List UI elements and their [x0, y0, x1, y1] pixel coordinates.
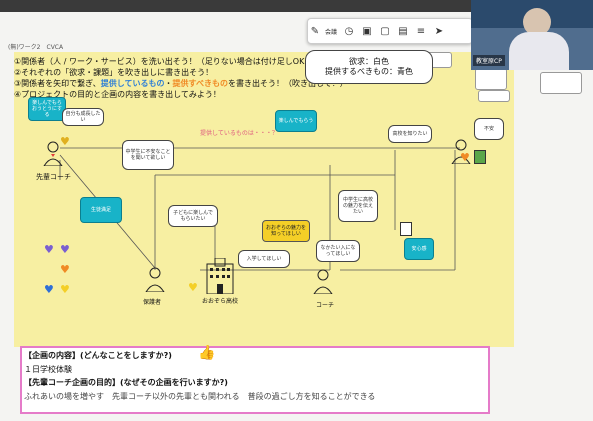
- instruction-line-2: ②それぞれの「欲求・課題」を吹き出しに書き出そう！: [14, 68, 214, 77]
- participant-body: [509, 32, 569, 70]
- actor-school: おおぞら高校: [202, 298, 239, 305]
- sticky-note-white[interactable]: [540, 72, 582, 94]
- heart-icon: ♥: [44, 283, 54, 296]
- heart-icon: ♥: [60, 263, 70, 276]
- instruction-should-provide: 提供すべきもの: [172, 79, 228, 88]
- actor-senpai-coach: 先輩コーチ: [36, 173, 71, 181]
- menu-icon[interactable]: ≡: [416, 25, 426, 37]
- instruction-line-4: ④プロジェクトの目的と企画の内容を書き出してみよう！: [14, 90, 221, 99]
- plan-box[interactable]: [20, 346, 490, 414]
- person-icon: [42, 140, 64, 167]
- legend-blue: 提供するべきもの：青色: [325, 67, 413, 76]
- timer-icon[interactable]: ◷: [344, 25, 354, 37]
- speech-bubble[interactable]: 不安: [474, 118, 504, 140]
- purpose-value: ふれあいの場を増やす 先輩コーチ以外の先輩とも関われる 普段の過ごし方を知ること…: [24, 392, 376, 401]
- pointer-icon[interactable]: ➤: [434, 25, 444, 37]
- legend-white: 欲求：白色: [349, 57, 389, 66]
- teal-note[interactable]: 生徒満足: [80, 197, 122, 223]
- person-icon: [450, 138, 472, 165]
- speech-bubble[interactable]: 自分も成長したい: [62, 108, 104, 126]
- person-icon: [144, 266, 166, 293]
- actor-parent: 保護者: [143, 299, 162, 306]
- book-icon: [474, 150, 486, 164]
- legend-bubble[interactable]: 欲求：白色 提供するべきもの：青色: [305, 50, 433, 84]
- speech-bubble[interactable]: 中学生に高校の魅力を伝えたい: [338, 190, 378, 222]
- instruction-line-3-prefix: ③関係者を矢印で繋ぎ、: [14, 79, 101, 88]
- yellow-note[interactable]: おおぞらの魅力を知ってほしい: [262, 220, 310, 242]
- comment-icon[interactable]: ▢: [380, 25, 390, 37]
- speech-bubble[interactable]: 高校を知りたい: [388, 125, 432, 143]
- provided-label: 提供しているものは・・・？: [200, 130, 278, 137]
- browser-top-strip: [0, 0, 593, 12]
- teal-note[interactable]: 安心感: [404, 238, 434, 260]
- teal-note[interactable]: 楽しんでもらおうとうにする: [28, 97, 66, 121]
- person-icon: [312, 268, 334, 295]
- actor-coach: コーチ: [316, 302, 335, 309]
- instruction-sep: ・: [164, 79, 173, 88]
- participant-avatar: [523, 8, 551, 36]
- board-toolbar: ✎ 会議 ◷ ▣ ▢ ▤ ≡ ➤: [307, 18, 473, 44]
- heart-icon: ♥: [60, 283, 70, 296]
- school-building-icon: [205, 257, 235, 295]
- document-icon: [400, 222, 412, 236]
- purpose-heading: 【先輩コーチ企画の目的】(なぜその企画を行いますか?): [24, 378, 228, 387]
- heart-icon: ♥: [188, 281, 198, 294]
- instruction-line-1: ①関係者（人 / ワーク・サービス）を洗い出そう！（足りない場合は付け足しOK！…: [14, 57, 321, 66]
- sticky-note-white[interactable]: [478, 90, 510, 102]
- heart-icon: ♥: [460, 151, 470, 164]
- speech-bubble[interactable]: 中学生に不安なことを聞いて欲しい: [122, 140, 174, 170]
- note-icon[interactable]: ▤: [398, 25, 408, 37]
- instruction-provided: 提供しているもの: [100, 79, 165, 88]
- instruction-line-3-suffix: を書き出そう！（吹き出しで！）: [228, 79, 348, 88]
- video-participant-tile[interactable]: 教室原CP: [471, 0, 593, 70]
- toolbar-meeting-label[interactable]: 会議: [324, 28, 337, 36]
- speech-bubble[interactable]: 子どもに楽しんでもらいたい: [168, 205, 218, 227]
- instruction-line-3: ③関係者を矢印で繋ぎ、提供しているもの・提供すべきものを書き出そう！（吹き出しで…: [14, 78, 348, 89]
- heart-icon: ♥: [60, 135, 70, 148]
- image-icon[interactable]: ▣: [362, 25, 372, 37]
- teal-note[interactable]: 楽しんでもらう: [275, 110, 317, 132]
- speech-bubble[interactable]: 入学してほしい: [238, 250, 290, 268]
- content-heading: 【企画の内容】(どんなことをしますか?): [24, 351, 172, 360]
- thumbs-up-icon: 👍: [198, 345, 216, 361]
- pen-icon[interactable]: ✎: [310, 25, 320, 37]
- content-value: １日学校体験: [24, 365, 72, 374]
- board-title: (無)ワーク2 CVCA: [8, 44, 64, 51]
- heart-icon: ♥: [44, 243, 54, 256]
- speech-bubble[interactable]: なかたい入になってほしい: [316, 240, 360, 262]
- participant-name: 教室原CP: [473, 55, 505, 66]
- heart-icon: ♥: [60, 243, 70, 256]
